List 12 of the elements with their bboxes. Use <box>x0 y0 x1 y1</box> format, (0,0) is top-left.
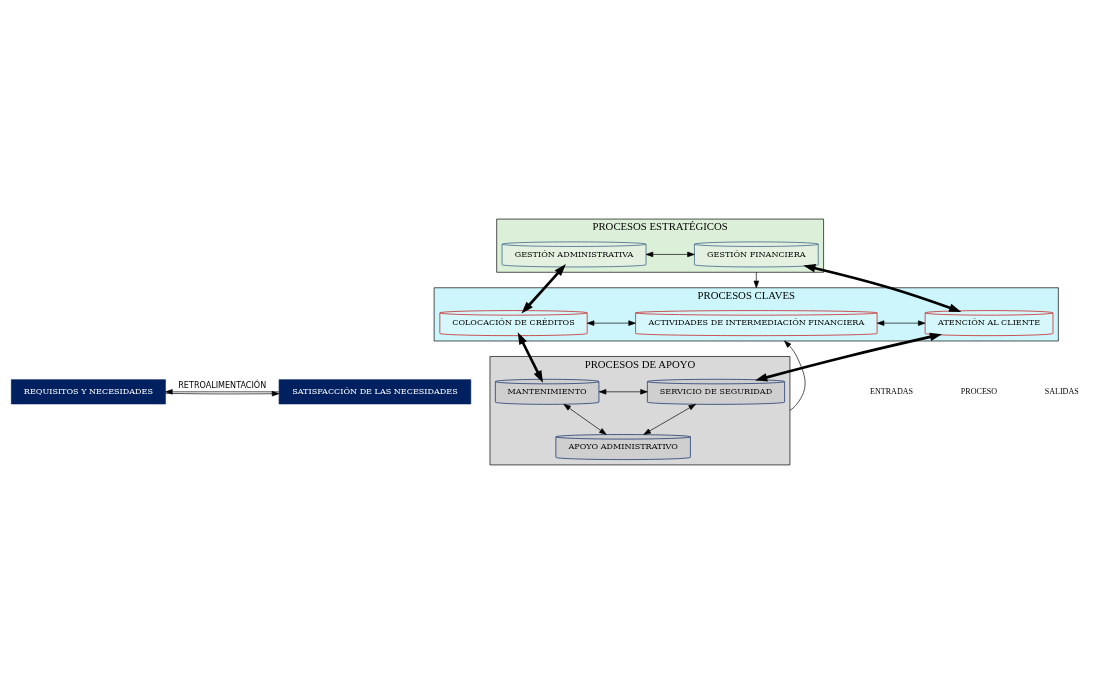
arrow <box>753 271 760 289</box>
arrow <box>517 332 543 383</box>
arrow <box>755 332 943 382</box>
arrow <box>586 320 636 326</box>
arrow <box>643 404 696 435</box>
arrow <box>563 404 607 435</box>
arrow <box>598 389 648 395</box>
arrow <box>521 264 566 314</box>
arrow <box>803 264 962 312</box>
arrow <box>784 340 806 411</box>
arrow <box>876 320 926 326</box>
arrow <box>645 251 695 258</box>
